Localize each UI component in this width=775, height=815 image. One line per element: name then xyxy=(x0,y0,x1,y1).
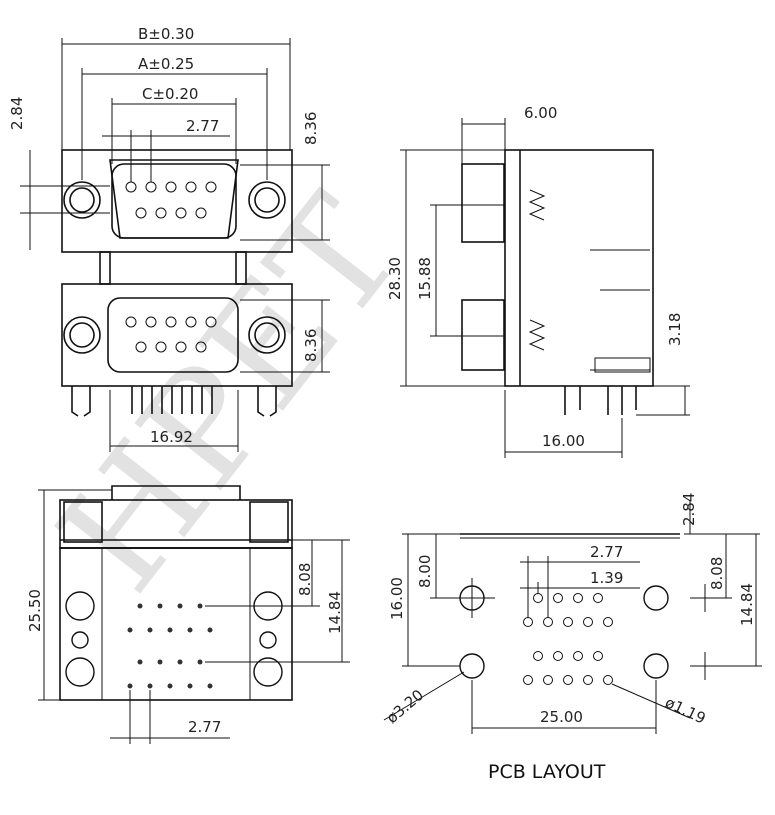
pcb-dim-pin-hole: ø1.19 xyxy=(662,693,708,727)
pcb-dim-half-pitch: 1.39 xyxy=(590,569,623,587)
pcb-dim-top: 2.84 xyxy=(680,493,698,526)
side-view: 6.00 28.30 15.88 3.18 16.00 xyxy=(386,104,690,458)
front-dim-left: 2.84 xyxy=(8,97,26,130)
side-dim-top: 6.00 xyxy=(524,104,557,122)
side-dim-bottom: 16.00 xyxy=(542,432,585,450)
bottom-dim-b: 14.84 xyxy=(326,591,344,634)
pcb-layout: 2.84 16.00 8.00 2.77 1.39 8.08 14.84 ø3.… xyxy=(383,493,762,783)
front-dim-right-top: 8.36 xyxy=(302,112,320,145)
pcb-dim-right-a: 8.08 xyxy=(708,557,726,590)
front-dim-c: C±0.20 xyxy=(142,85,198,103)
bottom-dim-a: 8.08 xyxy=(296,563,314,596)
bottom-dim-pitch: 2.77 xyxy=(188,718,221,736)
pcb-dim-spacing: 25.00 xyxy=(540,708,583,726)
side-dim-spacing: 15.88 xyxy=(416,257,434,300)
pcb-dim-right-b: 14.84 xyxy=(738,583,756,626)
bottom-view: 25.50 8.08 14.84 2.77 xyxy=(26,485,350,744)
front-dim-a: A±0.25 xyxy=(138,55,194,73)
front-view: B±0.30 A±0.25 C±0.20 2.77 2.84 8.36 8.36… xyxy=(8,25,330,452)
front-dim-right-bottom: 8.36 xyxy=(302,329,320,362)
pcb-dim-hole: ø3.20 xyxy=(383,686,427,727)
side-dim-height: 28.30 xyxy=(386,257,404,300)
side-dim-pin: 3.18 xyxy=(666,313,684,346)
pcb-layout-caption: PCB LAYOUT xyxy=(488,761,606,783)
pcb-dim-left-outer: 16.00 xyxy=(388,577,406,620)
bottom-dim-height: 25.50 xyxy=(26,589,44,632)
front-dim-bottom: 16.92 xyxy=(150,428,193,446)
front-dim-b: B±0.30 xyxy=(138,25,194,43)
pcb-dim-pitch: 2.77 xyxy=(590,543,623,561)
front-dim-pitch: 2.77 xyxy=(186,117,219,135)
pcb-dim-left-inner: 8.00 xyxy=(416,555,434,588)
